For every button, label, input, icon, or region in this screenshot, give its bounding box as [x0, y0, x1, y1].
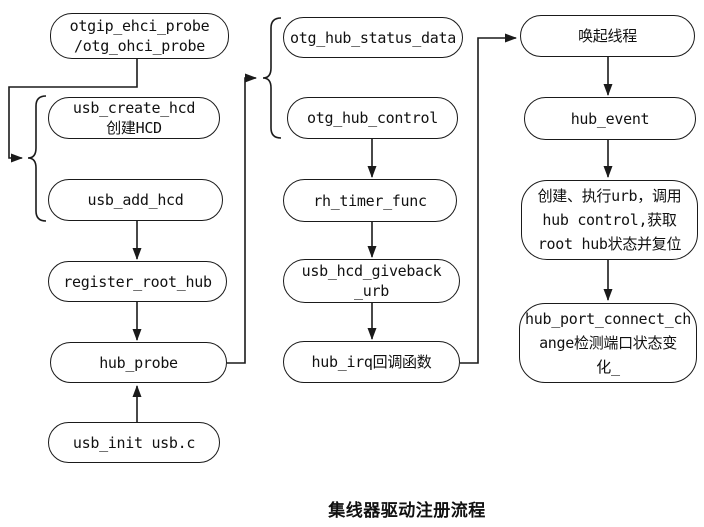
node-otg-hub-control: otg_hub_control	[287, 97, 458, 139]
node-hub-irq-callback: hub_irq回调函数	[283, 341, 460, 383]
connector-otgip-to-brace	[8, 59, 138, 163]
node-hub-event: hub_event	[524, 97, 696, 140]
node-hub-probe: hub_probe	[50, 342, 227, 383]
node-usb-hcd-giveback-urb: usb_hcd_giveback _urb	[283, 259, 460, 303]
diagram-caption: 集线器驱动注册流程	[328, 501, 486, 521]
middle-brace	[262, 17, 282, 139]
connector-hubprobe-to-brace	[227, 73, 257, 364]
node-rh-timer-func: rh_timer_func	[283, 179, 457, 222]
node-otgip-ehci-probe: otgip_ehci_probe /otg_ohci_probe	[50, 13, 229, 59]
connector-hubirq-to-wakethread	[460, 33, 517, 364]
left-brace	[27, 95, 47, 222]
node-otg-hub-status-data: otg_hub_status_data	[283, 17, 463, 58]
node-usb-add-hcd: usb_add_hcd	[48, 179, 223, 221]
node-register-root-hub: register_root_hub	[48, 261, 227, 302]
node-usb-init: usb_init usb.c	[48, 422, 220, 463]
node-hub-port-connect-change: hub_port_connect_ch ange检测端口状态变 化_	[519, 303, 697, 383]
node-usb-create-hcd: usb_create_hcd 创建HCD	[48, 97, 220, 139]
node-wake-thread: 唤起线程	[520, 15, 695, 57]
node-create-exec-urb: 创建、执行urb，调用 hub control,获取 root hub状态并复位	[521, 180, 698, 260]
